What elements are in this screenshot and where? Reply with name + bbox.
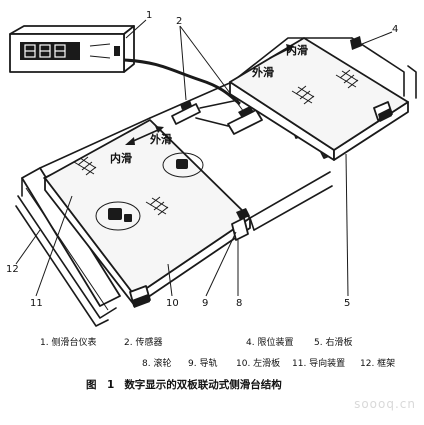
hatch-marks-left — [73, 156, 169, 216]
callout-10: 10 — [166, 298, 179, 309]
hatch-marks-right — [291, 69, 359, 105]
watermark: soooq.cn — [354, 397, 416, 411]
limit-device — [350, 36, 362, 50]
figure-title: 数字显示的双板联动式侧滑台结构 — [124, 379, 282, 391]
legend-item-4: 4. 限位装置 — [246, 338, 294, 348]
right-direction-arrow — [269, 47, 291, 59]
roller — [129, 285, 151, 308]
legend-item-12: 12. 框架 — [360, 359, 396, 369]
callout-11: 11 — [30, 298, 43, 309]
legend-item-2: 2. 传感器 — [124, 338, 163, 348]
right-outer-label: 外滑 — [251, 65, 274, 79]
left-slide-plate — [44, 119, 251, 307]
mechanism-drawing: 内滑 外滑 外滑 内滑 1 2 4 5 8 9 10 11 12 — [6, 10, 417, 327]
mark-circle — [162, 152, 204, 178]
figure-number: 图 1 — [86, 379, 115, 391]
side-slip-meter — [9, 25, 241, 106]
left-direction-arrow — [130, 129, 159, 143]
leader-lines — [15, 19, 393, 297]
legend-item-1: 1. 侧滑台仪表 — [40, 338, 97, 348]
callout-2: 2 — [176, 16, 182, 27]
sensor-cable — [123, 58, 241, 106]
left-inner-label: 内滑 — [110, 151, 132, 165]
callout-9: 9 — [202, 298, 208, 309]
callout-4: 4 — [392, 24, 398, 35]
right-frame — [231, 36, 417, 99]
legend-item-8: 8. 滚轮 — [142, 359, 172, 369]
legend-item-5: 5. 右滑板 — [314, 338, 353, 348]
right-inner-label: 内滑 — [286, 43, 308, 57]
legend-item-11: 11. 导向装置 — [292, 359, 346, 369]
left-outer-label: 外滑 — [149, 132, 172, 146]
legend-item-10: 10. 左滑板 — [236, 359, 281, 369]
callout-12: 12 — [6, 264, 19, 275]
figure-caption: 图 1 数字显示的双板联动式侧滑台结构 — [86, 377, 292, 392]
right-slide-plate — [229, 37, 409, 161]
guide-device-mark — [95, 201, 141, 231]
callout-1: 1 — [146, 10, 152, 21]
callout-5: 5 — [344, 298, 350, 309]
callout-8: 8 — [236, 298, 242, 309]
frame — [15, 117, 151, 327]
legend-item-9: 9. 导轨 — [188, 359, 218, 369]
